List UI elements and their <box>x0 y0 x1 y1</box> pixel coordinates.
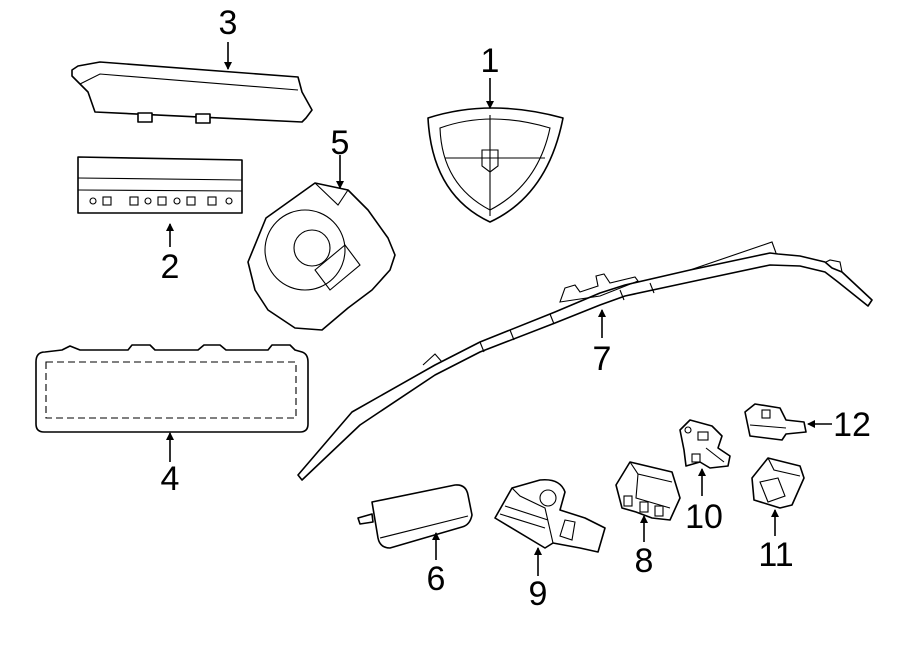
callout-6: 6 <box>427 560 446 598</box>
part-4-passenger-airbag: 4 <box>35 344 309 498</box>
part-3-cover-panel: 3 <box>71 4 313 124</box>
callout-9: 9 <box>529 575 548 613</box>
part-5-clockspring: 5 <box>247 124 396 331</box>
callout-3: 3 <box>219 4 238 42</box>
callout-5: 5 <box>331 124 350 162</box>
part-10-front-sensor: 10 <box>679 419 731 536</box>
callout-7: 7 <box>593 340 612 378</box>
callout-12: 12 <box>833 406 871 444</box>
callout-4: 4 <box>161 460 180 498</box>
callout-8: 8 <box>635 542 654 580</box>
callout-11: 11 <box>758 536 793 574</box>
part-2-control-module: 2 <box>77 156 243 286</box>
part-7-curtain-airbag: 7 <box>297 241 873 481</box>
callout-10: 10 <box>685 498 723 536</box>
callout-2: 2 <box>161 248 180 286</box>
part-9-impact-sensor: 9 <box>494 478 606 613</box>
part-12-pressure-sensor: 12 <box>744 403 871 444</box>
part-1-driver-airbag: 1 <box>427 42 564 223</box>
callout-1: 1 <box>481 42 500 80</box>
part-11-side-sensor: 11 <box>751 457 805 574</box>
part-8-sensor-module: 8 <box>615 461 681 580</box>
part-6-side-airbag: 6 <box>357 484 473 598</box>
